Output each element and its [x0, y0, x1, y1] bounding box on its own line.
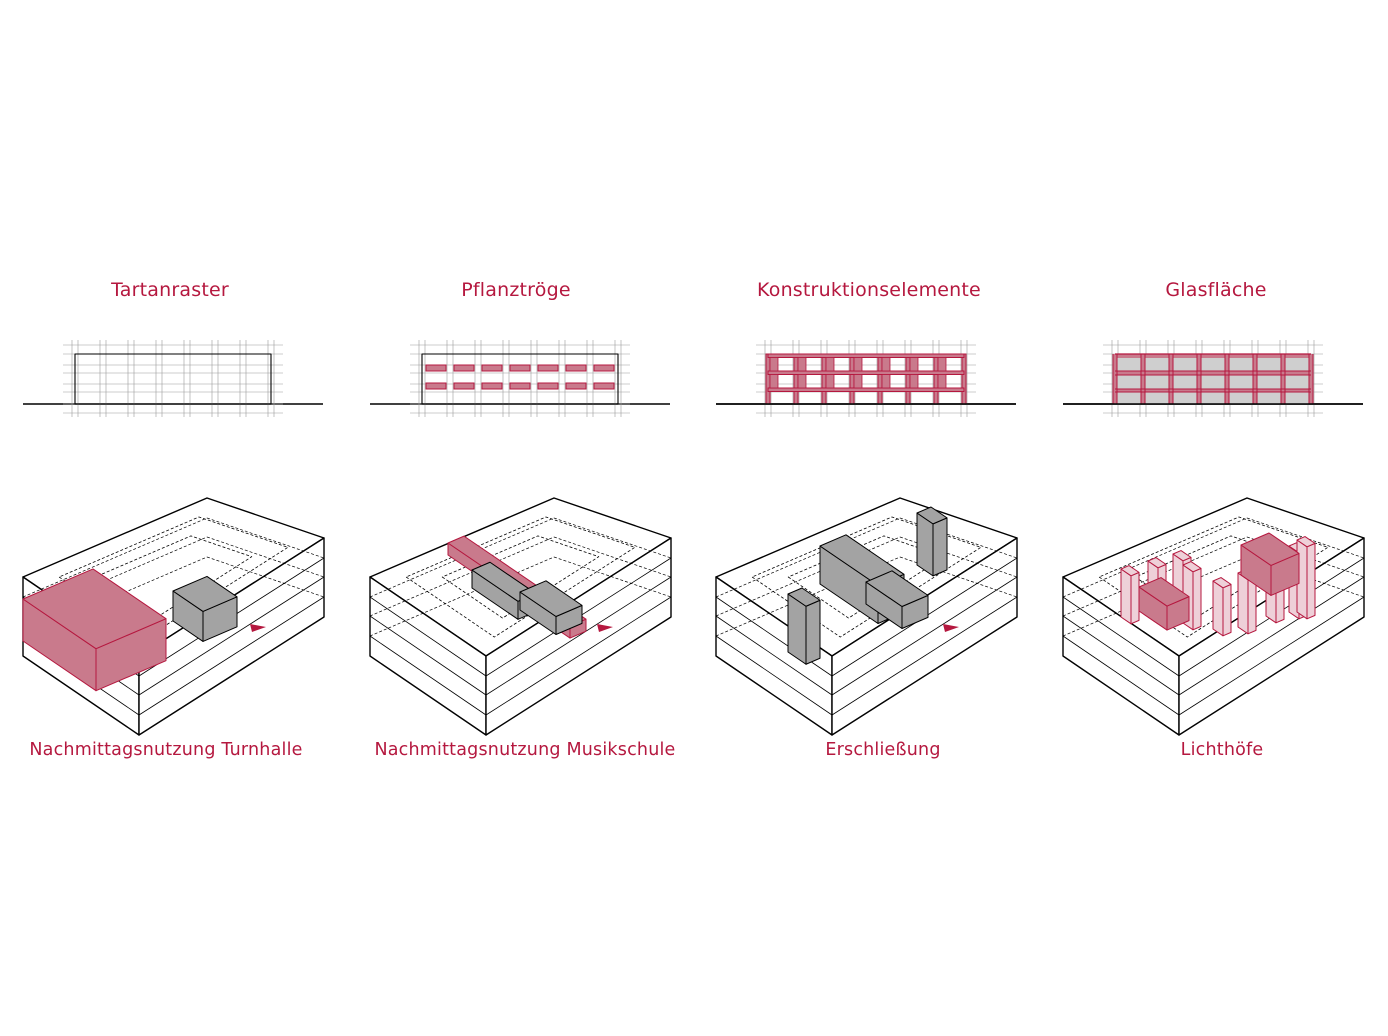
axo-courtyards — [1062, 497, 1365, 736]
elevation-planters — [370, 340, 670, 417]
elevation-title-grid: Tartanraster — [111, 279, 229, 301]
axo-caption-courtyards: Lichthöfe — [1180, 740, 1264, 760]
axo-caption-gym: Nachmittagsnutzung Turnhalle — [29, 740, 303, 760]
elevation-glass — [1063, 340, 1363, 417]
axo-circulation — [715, 497, 1018, 736]
elevation-grid — [23, 340, 323, 417]
axo-music — [369, 497, 672, 736]
elevation-structure — [716, 340, 1016, 417]
elevation-title-glass: Glasfläche — [1165, 279, 1267, 301]
axo-gym — [22, 497, 325, 736]
axo-caption-circulation: Erschließung — [825, 740, 941, 760]
axo-caption-music: Nachmittagsnutzung Musikschule — [374, 740, 676, 760]
elevation-title-planters: Pflanztröge — [461, 279, 571, 301]
elevation-title-structure: Konstruktionselemente — [757, 279, 981, 301]
